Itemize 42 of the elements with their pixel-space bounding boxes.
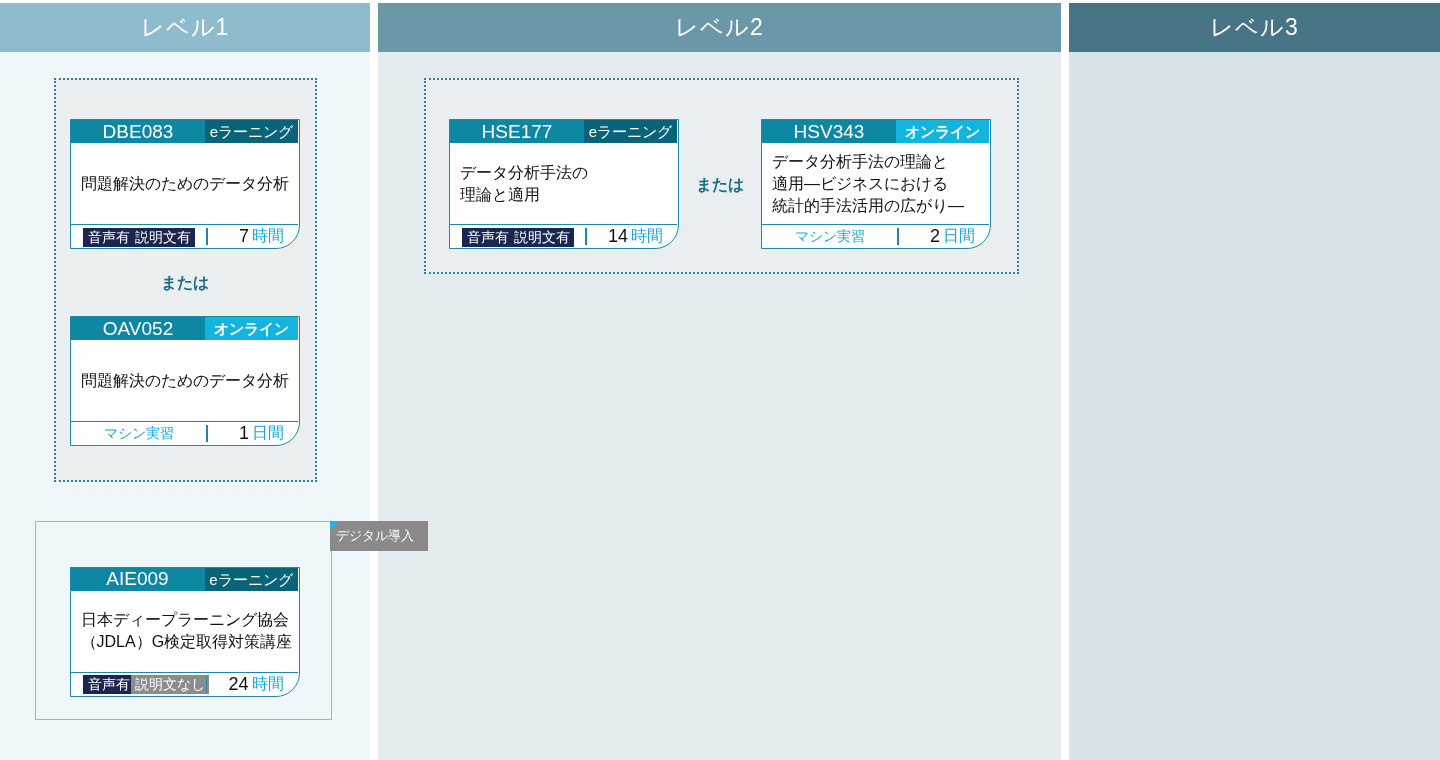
caption-badge: 説明文なし <box>130 675 209 694</box>
corner-tag: デジタル導入 <box>330 520 428 551</box>
training-type-text: マシン実習 <box>103 424 174 442</box>
delivery-badge: eラーニング <box>584 120 677 143</box>
course-title: 問題解決のためのデータ分析 <box>81 173 289 194</box>
dotted-group-box <box>424 78 1019 274</box>
course-code: DBE083 <box>102 120 174 143</box>
duration-number: 24 <box>228 673 249 694</box>
level-header: レベル1 <box>0 3 370 52</box>
duration-unit: 時間 <box>252 226 284 246</box>
training-type-text: マシン実習 <box>794 227 865 245</box>
course-card <box>761 119 991 249</box>
delivery-badge: オンライン <box>205 317 298 340</box>
column-panel <box>1069 3 1440 760</box>
or-label: または <box>161 273 209 293</box>
course-card <box>449 119 679 249</box>
course-title: 問題解決のためのデータ分析 <box>81 370 289 391</box>
course-title: データ分析手法の理論と適用 <box>460 162 589 205</box>
duration-unit: 時間 <box>251 673 284 694</box>
delivery-badge: eラーニング <box>204 567 298 591</box>
course-title: 日本ディープラーニング協会（JDLA）G検定取得対策講座 <box>80 610 294 652</box>
duration-unit: 日間 <box>252 423 284 443</box>
course-card <box>70 119 300 249</box>
duration-number: 14 <box>607 226 628 246</box>
duration-number: 2 <box>930 226 940 246</box>
or-label: または <box>696 175 744 195</box>
level-header: レベル2 <box>378 3 1061 52</box>
course-code: HSV343 <box>793 120 865 143</box>
course-code: HSE177 <box>481 120 553 143</box>
delivery-badge: オンライン <box>896 120 989 143</box>
duration-unit: 日間 <box>943 226 975 246</box>
duration-unit: 時間 <box>631 226 663 246</box>
course-card <box>70 316 300 446</box>
duration-number: 7 <box>239 226 249 246</box>
course-code: OAV052 <box>102 317 174 340</box>
course-card <box>69 566 300 697</box>
dotted-group-box <box>54 78 317 482</box>
delivery-badge: eラーニング <box>205 120 298 143</box>
course-code: AIE009 <box>106 568 169 590</box>
course-title: データ分析手法の理論と適用―ビジネスにおける統計的手法活用の広がり― <box>772 151 965 216</box>
level-header: レベル3 <box>1069 3 1440 52</box>
duration-number: 1 <box>239 423 249 443</box>
